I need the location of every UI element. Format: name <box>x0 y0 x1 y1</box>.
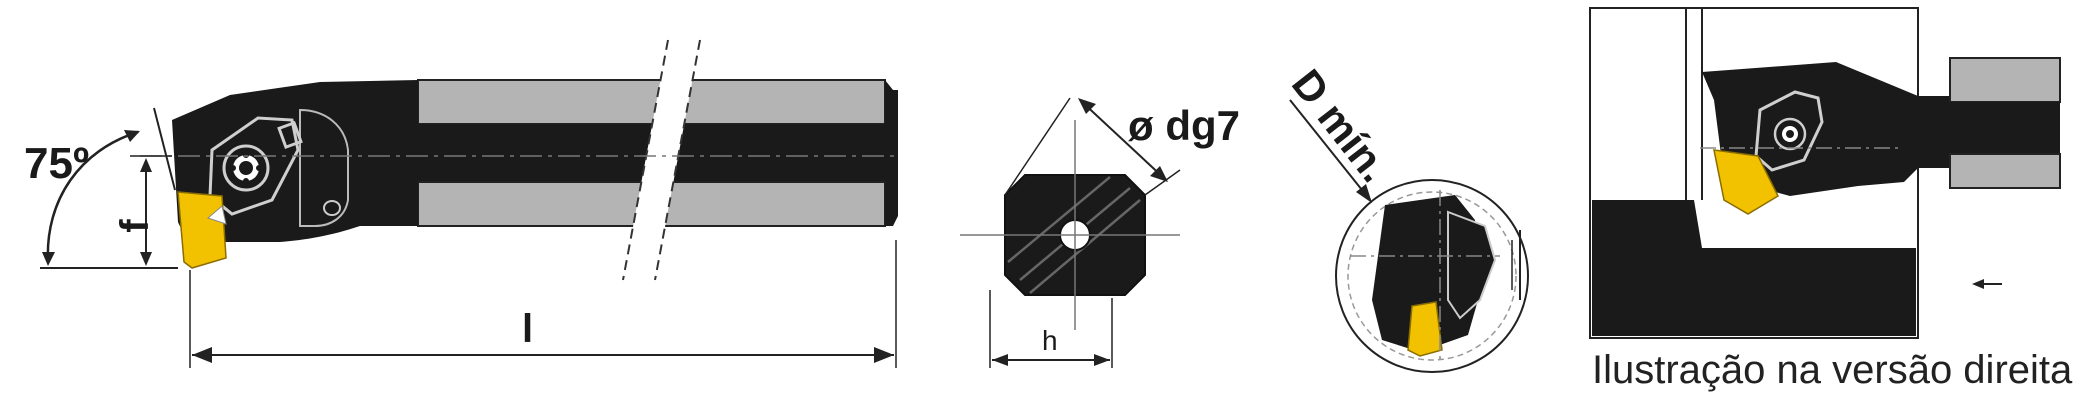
bore-circle <box>1335 179 1529 373</box>
illustration-caption: Ilustração na versão direita <box>1592 348 2073 392</box>
cross-section: ø dg7 h <box>960 97 1240 368</box>
h-label: h <box>1042 325 1058 356</box>
angle-label: 75º <box>24 139 89 188</box>
torx-screw-icon <box>222 144 270 192</box>
d-min-view: D mín. <box>1283 61 1529 373</box>
workpiece <box>1592 200 1916 336</box>
f-label: f <box>113 219 157 233</box>
l-label: l <box>522 307 533 351</box>
shank-right <box>659 79 898 227</box>
side-view: 75º f l <box>24 39 900 368</box>
d-min-label: D mín. <box>1283 61 1399 191</box>
torx-screw-icon-small <box>1773 117 1807 151</box>
diameter-label: ø dg7 <box>1128 102 1240 149</box>
break-lines <box>622 39 701 281</box>
right-hand-illustration <box>1589 7 2061 339</box>
cutting-insert <box>177 191 227 269</box>
